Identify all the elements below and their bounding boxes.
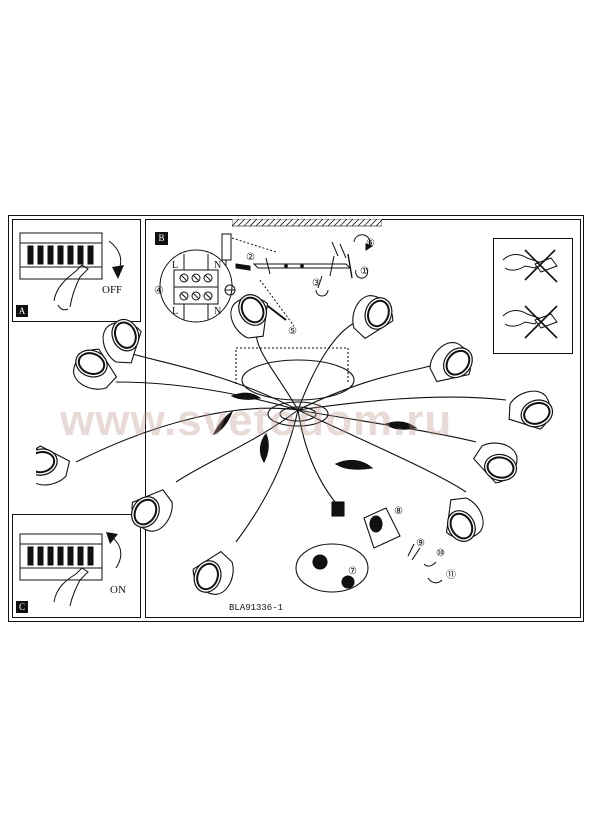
lamp-shade-2 — [36, 440, 74, 490]
lamp-shade-9 — [501, 384, 556, 440]
breaker-on-diagram — [19, 532, 122, 607]
lamp-shade-10 — [469, 438, 522, 488]
breaker-off-diagram — [19, 232, 124, 311]
watermark: www.svetodom.ru — [60, 396, 453, 445]
step-2-label: ② — [246, 252, 255, 263]
ceiling-hatch — [232, 219, 382, 227]
step-3-label: ③ — [312, 278, 321, 289]
lamp-shade-7 — [345, 292, 400, 347]
model-code: BLA91336-1 — [229, 603, 284, 613]
step-7-label: ⑦ — [348, 566, 357, 577]
lamp-shade-5 — [186, 543, 241, 601]
step-10-label: ⑩ — [436, 548, 445, 559]
step-5-label: ⑤ — [288, 326, 297, 337]
handling-warning-frame — [493, 238, 573, 354]
panel-b-badge: B — [155, 232, 168, 245]
mounting-bracket-assembly: ⑥ ① ② ③ ⑤ — [221, 233, 375, 337]
panel-a-badge: A — [16, 305, 28, 317]
step-4-label: ④ — [154, 285, 164, 297]
panel-a-frame — [12, 219, 141, 322]
lamp-shade-4 — [122, 478, 181, 539]
terminal-block-diagram: ④ L N L N — [154, 249, 236, 323]
off-label: OFF — [102, 284, 123, 296]
lamp-shade-6 — [223, 292, 282, 347]
panel-c-frame — [12, 514, 141, 618]
terminal-neutral-bottom: N — [214, 306, 221, 317]
step-8-label: ⑧ — [394, 506, 403, 517]
panel-c-badge: C — [16, 601, 28, 613]
step-11-label: ⑪ — [446, 569, 456, 581]
chandelier-illustration: ⑧ ⑨ ⑩ ⑪ ⑦ — [36, 292, 556, 601]
handling-warning-icons — [502, 249, 558, 339]
outer-frame — [8, 215, 584, 622]
lamp-shade-11 — [432, 489, 491, 549]
lamp-shade-8 — [420, 334, 482, 396]
step-9-label: ⑨ — [416, 538, 425, 549]
step-6-label: ⑥ — [366, 238, 375, 249]
terminal-live-bottom: L — [172, 306, 178, 317]
step-1-label: ① — [360, 266, 369, 277]
terminal-live-top: L — [172, 260, 178, 271]
on-label: ON — [110, 584, 126, 596]
terminal-neutral-top: N — [214, 260, 221, 271]
